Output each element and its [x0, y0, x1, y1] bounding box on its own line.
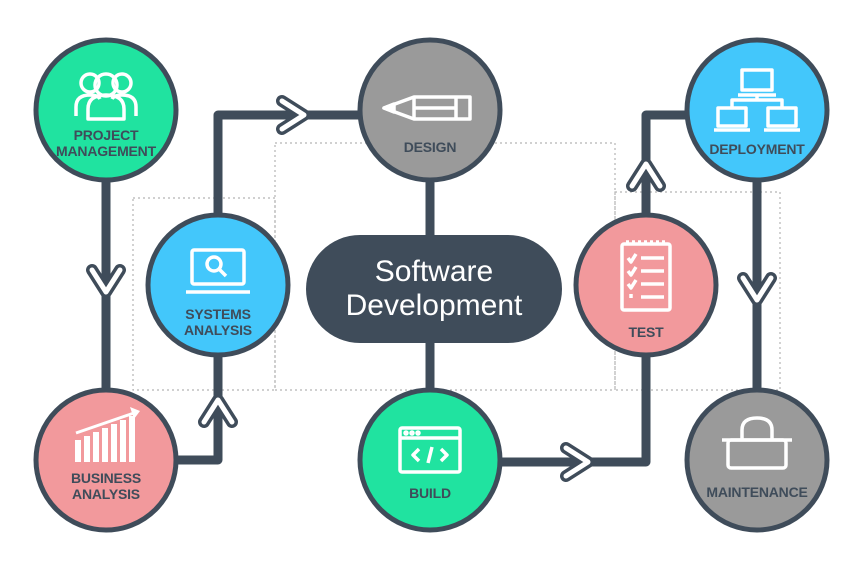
line-test-deploy: [641, 110, 690, 225]
chevron-right-icon: [560, 442, 594, 482]
pencil-icon: [382, 95, 472, 121]
line-build-test: [495, 350, 651, 467]
chevron-down-icon: [86, 264, 126, 298]
dotted-frame-left: [132, 197, 276, 391]
chevron-up-icon: [198, 394, 238, 428]
label-project-management: PROJECT MANAGEMENT: [56, 127, 156, 159]
people-group-icon: [74, 72, 138, 121]
code-window-icon: [398, 426, 462, 474]
node-maintenance: [684, 387, 830, 533]
line-ba-sa: [170, 350, 223, 465]
center-pill: [306, 235, 562, 343]
label-maintenance: MAINTENANCE: [706, 484, 808, 500]
label-business-analysis: BUSINESS ANALYSIS: [71, 470, 141, 502]
arrow-chevrons: [86, 95, 777, 482]
checklist-icon: [620, 240, 672, 312]
chevron-down-icon: [737, 272, 777, 306]
label-test: TEST: [628, 324, 664, 340]
chevron-up-icon: [626, 158, 666, 192]
node-design: [357, 37, 503, 183]
toolbox-icon: [722, 416, 792, 470]
label-build: BUILD: [409, 485, 451, 501]
node-project-management: [33, 37, 179, 183]
node-deployment: [684, 37, 830, 183]
line-sa-design: [213, 110, 370, 220]
label-deployment: DEPLOYMENT: [709, 141, 805, 157]
label-design: DESIGN: [403, 139, 457, 155]
center-title: Software Development: [345, 255, 523, 322]
monitor-search-icon: [186, 248, 250, 294]
label-systems-analysis: SYSTEMS ANALYSIS: [184, 306, 252, 338]
network-computers-icon: [714, 68, 800, 132]
chevron-right-icon: [276, 95, 310, 135]
bar-chart-growth-icon: [75, 407, 140, 462]
